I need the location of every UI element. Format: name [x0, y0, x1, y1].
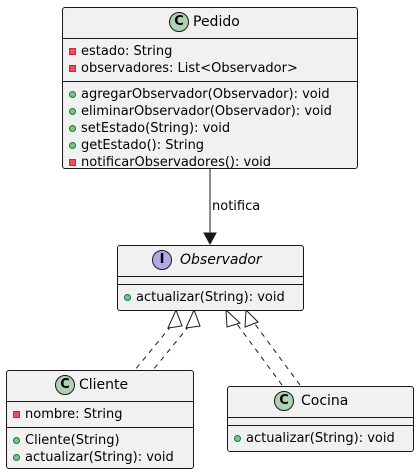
method-row: actualizar(String): void — [123, 289, 303, 306]
class-stereotype-icon: C — [274, 391, 294, 411]
class-cocina[interactable]: C Cocina actualizar(String): void — [227, 386, 414, 452]
field-row: nombre: String — [12, 406, 193, 423]
public-visibility-icon — [124, 294, 131, 301]
class-stereotype-icon: C — [55, 375, 75, 395]
methods-section: actualizar(String): void — [118, 285, 303, 310]
methods-section: actualizar(String): void — [228, 426, 413, 451]
method-row: eliminarObservador(Observador): void — [68, 103, 357, 120]
class-name: Pedido — [193, 14, 240, 30]
private-visibility-icon — [13, 411, 20, 418]
method-row: notificarObservadores(): void — [68, 154, 357, 171]
class-pedido[interactable]: C Pedido estado: String observadores: Li… — [62, 7, 358, 170]
class-header: I Observador — [118, 246, 303, 277]
private-visibility-icon — [69, 65, 76, 72]
method-row: getEstado(): String — [68, 137, 357, 154]
class-cliente[interactable]: C Cliente nombre: String Cliente(String)… — [6, 370, 194, 469]
class-name: Cliente — [79, 377, 129, 393]
public-visibility-icon — [69, 125, 76, 132]
class-name: Cocina — [301, 393, 349, 409]
public-visibility-icon — [69, 91, 76, 98]
field-row: observadores: List<Observador> — [68, 60, 357, 77]
class-stereotype-icon: C — [169, 12, 189, 32]
realization-line-cliente-2 — [147, 319, 195, 377]
method-row: actualizar(String): void — [12, 449, 193, 466]
methods-section: agregarObservador(Observador): void elim… — [63, 82, 357, 175]
class-header: C Cliente — [7, 371, 193, 402]
interface-stereotype-icon: I — [152, 250, 172, 270]
method-row: setEstado(String): void — [68, 120, 357, 137]
class-header: C Cocina — [228, 387, 413, 418]
realization-arrowhead-cliente-1 — [167, 308, 183, 329]
public-visibility-icon — [234, 435, 241, 442]
method-row: Cliente(String) — [12, 432, 193, 449]
class-header: C Pedido — [63, 8, 357, 39]
fields-section: estado: String observadores: List<Observ… — [63, 39, 357, 82]
association-label: notifica — [212, 199, 261, 214]
realization-arrowhead-cocina-2 — [244, 308, 259, 328]
field-row: estado: String — [68, 43, 357, 60]
realization-arrowhead-cocina-1 — [225, 308, 241, 328]
public-visibility-icon — [69, 108, 76, 115]
fields-section — [118, 277, 303, 285]
realization-arrowhead-cliente-2 — [185, 308, 201, 329]
public-visibility-icon — [69, 142, 76, 149]
realization-line-cliente-1 — [129, 319, 177, 377]
method-row: actualizar(String): void — [233, 430, 413, 447]
private-visibility-icon — [69, 159, 76, 166]
realization-line-cocina-1 — [233, 319, 283, 386]
fields-section: nombre: String — [7, 402, 193, 428]
interface-observador[interactable]: I Observador actualizar(String): void — [117, 245, 304, 311]
method-row: agregarObservador(Observador): void — [68, 86, 357, 103]
association-arrowhead — [203, 232, 217, 246]
public-visibility-icon — [13, 454, 20, 461]
class-name: Observador — [180, 252, 262, 268]
realization-line-cocina-2 — [251, 319, 301, 386]
public-visibility-icon — [13, 437, 20, 444]
private-visibility-icon — [69, 48, 76, 55]
fields-section — [228, 418, 413, 426]
methods-section: Cliente(String) actualizar(String): void — [7, 428, 193, 470]
